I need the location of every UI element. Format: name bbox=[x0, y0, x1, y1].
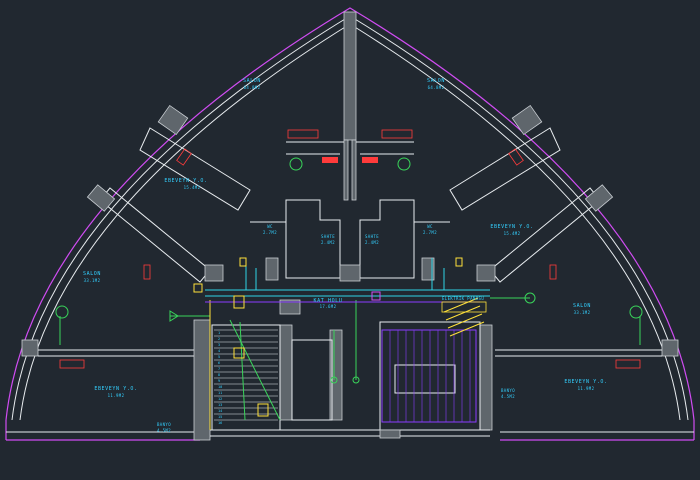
right-radial-walls bbox=[449, 104, 679, 357]
room-sahte-right: SAHTE bbox=[365, 234, 379, 239]
room-salon-right: SALON bbox=[573, 303, 591, 309]
electric-panel-arrows bbox=[441, 297, 487, 337]
stair-number: 3 bbox=[218, 343, 220, 347]
room-sahte-right-area: 2.4M2 bbox=[365, 240, 379, 245]
stair-number: 11 bbox=[218, 391, 222, 395]
green-circle-symbols bbox=[55, 157, 643, 384]
room-ebeveyn-bottom-right-area: 11.9M2 bbox=[578, 386, 595, 391]
room-ebeveyn-top-right-area: 15.4M2 bbox=[504, 231, 521, 236]
stair-number: 4 bbox=[218, 349, 220, 353]
room-ebeveyn-bottom-right: EBEVEYN Y.O. bbox=[564, 379, 607, 385]
wet-core bbox=[250, 199, 450, 282]
stair-number: 6 bbox=[218, 361, 220, 365]
stair-number: 14 bbox=[218, 409, 222, 413]
stair-number: 7 bbox=[218, 367, 220, 371]
service-lines bbox=[59, 258, 641, 430]
room-ebeveyn-top-left-area: 15.4M2 bbox=[184, 185, 201, 190]
stair-number: 12 bbox=[218, 397, 222, 401]
shaft-grid bbox=[381, 329, 477, 423]
room-salon-left-area: 33.1M2 bbox=[84, 278, 101, 283]
room-salon-top-left-area: 64.8M2 bbox=[244, 85, 261, 90]
room-sahte-left: SAHTE bbox=[321, 234, 335, 239]
left-radial-walls bbox=[21, 104, 251, 357]
room-wc-left-area: 2.7M2 bbox=[263, 230, 277, 235]
room-salon-top-left: SALON bbox=[243, 78, 261, 84]
room-banyo-left-area: 4.5M2 bbox=[157, 428, 171, 433]
room-ebeveyn-bottom-left: EBEVEYN Y.O. bbox=[94, 386, 137, 392]
stair-number: 2 bbox=[218, 337, 220, 341]
stair-number: 16 bbox=[218, 421, 222, 425]
central-wall bbox=[286, 11, 414, 201]
red-tags bbox=[59, 129, 641, 369]
room-kat-holu: KAT HOLU bbox=[314, 298, 343, 304]
room-salon-right-area: 33.1M2 bbox=[574, 310, 591, 315]
stair-number: 15 bbox=[218, 415, 222, 419]
room-kat-holu-area: 17.6M2 bbox=[320, 304, 337, 309]
room-wc-left: WC bbox=[267, 224, 273, 229]
room-ebeveyn-top-right: EBEVEYN Y.O. bbox=[490, 224, 533, 230]
room-salon-left: SALON bbox=[83, 271, 101, 277]
room-salon-top-right-area: 64.8M2 bbox=[428, 85, 445, 90]
room-sahte-left-area: 2.4M2 bbox=[321, 240, 335, 245]
room-wc-right: WC bbox=[427, 224, 433, 229]
core-block bbox=[193, 299, 493, 441]
stair-number: 1 bbox=[218, 331, 220, 335]
room-banyo-right-area: 4.5M2 bbox=[501, 394, 515, 399]
stair-number: 5 bbox=[218, 355, 220, 359]
room-ebeveyn-bottom-left-area: 11.9M2 bbox=[108, 393, 125, 398]
stair-number: 13 bbox=[218, 403, 222, 407]
room-wc-right-area: 2.7M2 bbox=[423, 230, 437, 235]
stair-number: 10 bbox=[218, 385, 222, 389]
room-labels: SALON 64.8M2 SALON 64.8M2 EBEVEYN Y.O. 1… bbox=[83, 78, 607, 433]
stair-number: 8 bbox=[218, 373, 220, 377]
stair-number: 9 bbox=[218, 379, 220, 383]
room-salon-top-right: SALON bbox=[427, 78, 445, 84]
equipment-symbols bbox=[193, 257, 463, 417]
label-elektrik-panosu: ELEKTRIK PANOSU bbox=[442, 296, 484, 301]
room-banyo-left: BANYO bbox=[157, 422, 171, 427]
room-ebeveyn-top-left: EBEVEYN Y.O. bbox=[164, 178, 207, 184]
room-banyo-right: BANYO bbox=[501, 388, 515, 393]
